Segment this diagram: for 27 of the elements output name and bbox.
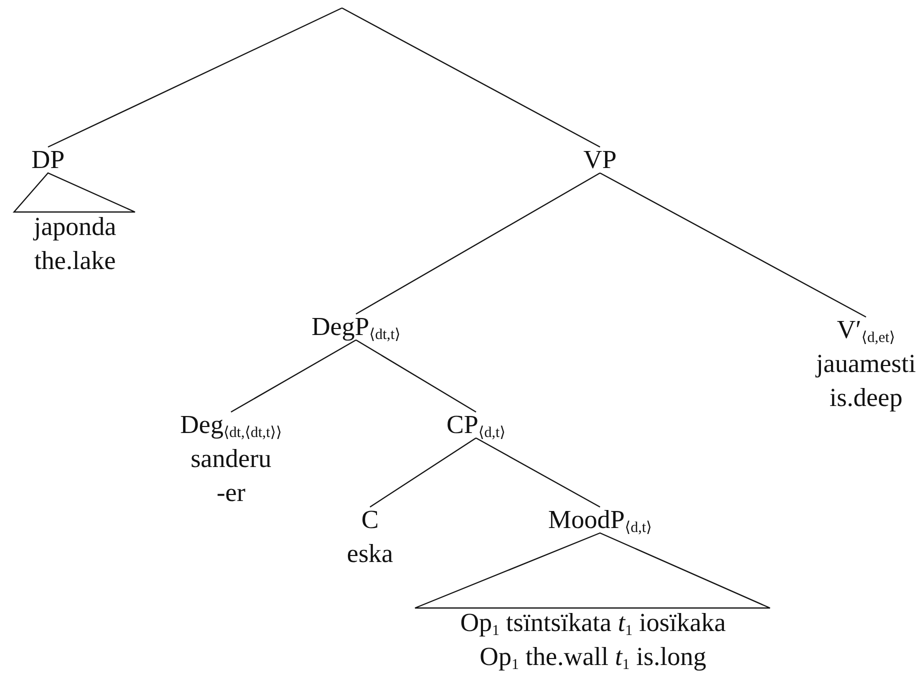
tree-branch [370,438,476,508]
word-label: jauamesti [816,348,916,380]
tree-branch [356,172,600,315]
tree-branch [476,437,600,508]
tree-branch [48,7,342,148]
category-label: DegP$_{⟨dt,t⟩}$ [311,310,401,344]
tree-triangle [12,172,136,213]
gloss-label: -er [216,477,246,509]
gloss-label: Op$_{1}$ the.wall t$_{1}$ is.long [478,641,708,674]
category-label: C [360,504,380,536]
category-label: DP [31,143,65,177]
tree-branch [230,339,356,413]
tree-branch [600,172,866,318]
category-label: V′$_{⟨d,et⟩}$ [836,314,896,347]
category-label: Deg$_{⟨dt,⟨dt,t⟩⟩}$ [180,409,282,442]
word-label: eska [346,538,394,570]
word-label: sanderu [190,443,272,475]
category-label: VP [583,143,617,177]
word-label: Op$_{1}$ tsïntsïkata t$_{1}$ iosïkaka [460,607,726,640]
gloss-label: is.deep [828,382,904,414]
gloss-label: the.lake [34,245,116,277]
category-label: MoodP$_{⟨d,t⟩}$ [548,503,652,537]
word-label: japonda [34,211,116,243]
tree-branch [342,7,600,148]
tree-triangle [414,532,771,609]
tree-branch [356,339,476,413]
category-label: CP$_{⟨d,t⟩}$ [446,408,506,442]
